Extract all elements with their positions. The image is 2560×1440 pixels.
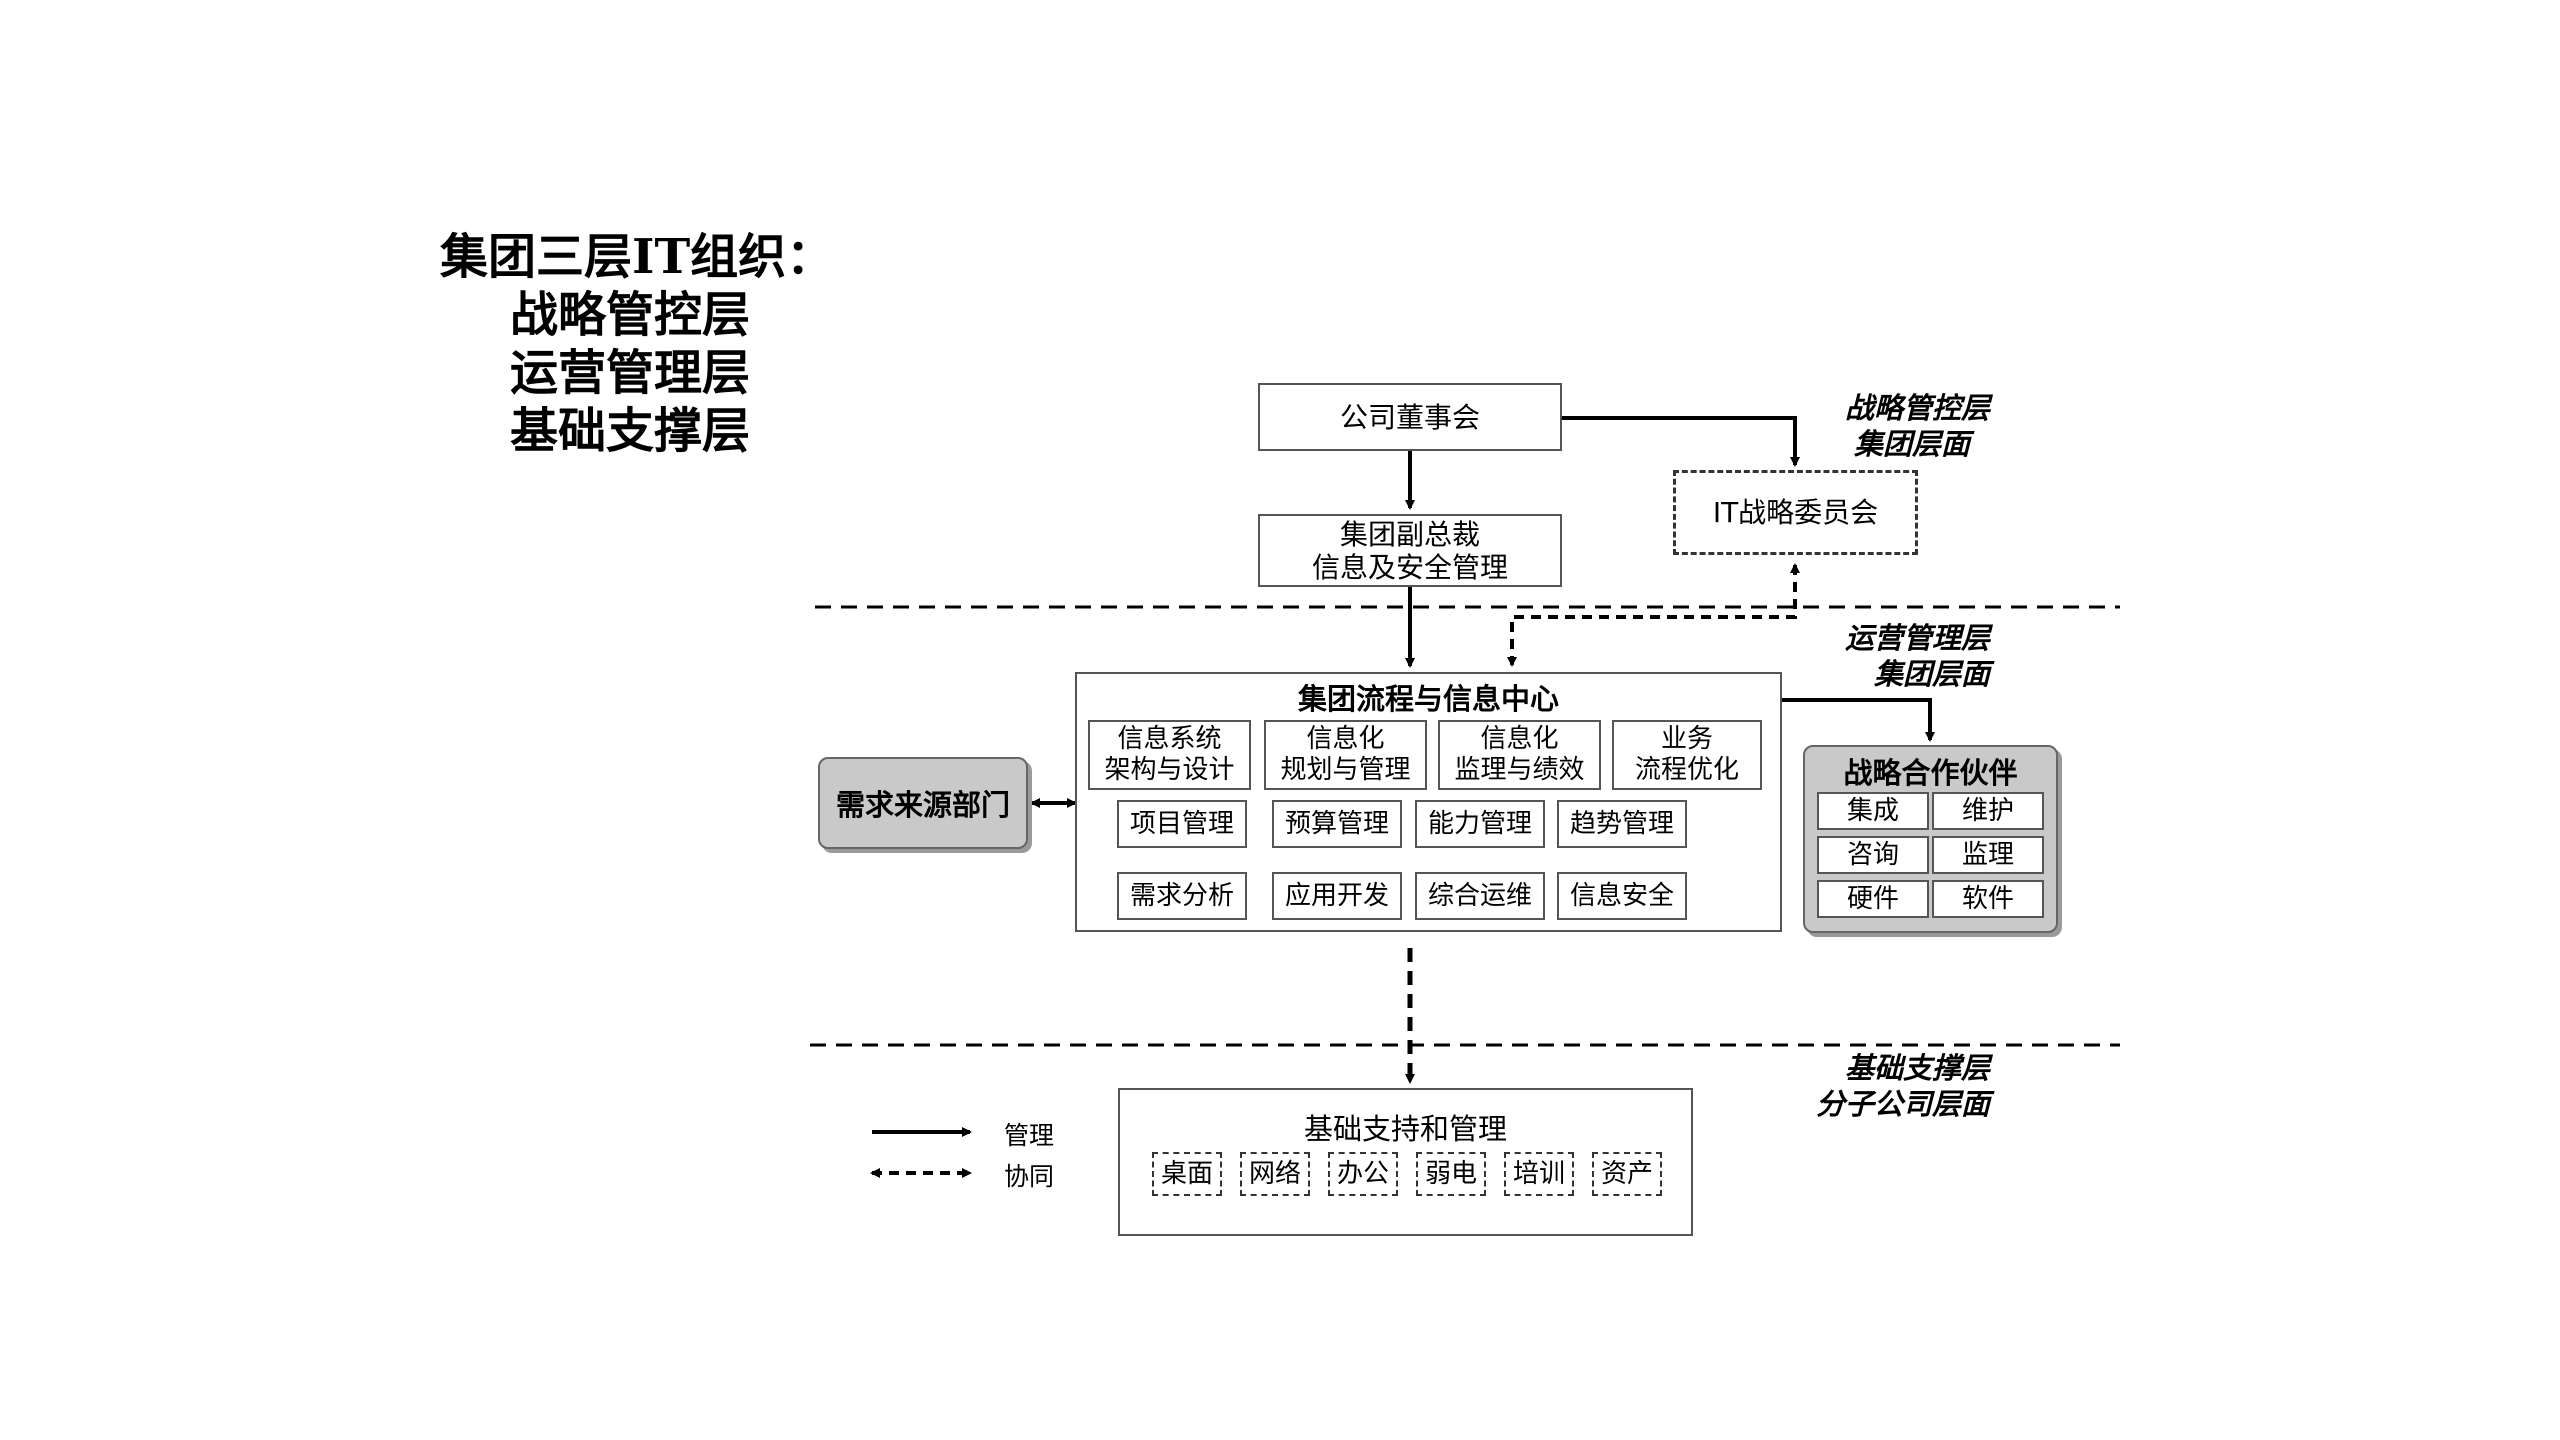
vp-label-line2: 信息及安全管理 <box>1311 550 1508 584</box>
partner-integration-label: 集成 <box>1846 795 1899 826</box>
layer-foundation-line2: 分子公司层面 <box>1815 1087 1990 1121</box>
layer-label-foundation: 基础支撑层 分子公司层面 <box>1790 1050 1990 1122</box>
center-item-trend-label: 趋势管理 <box>1569 808 1674 839</box>
title-line-foundation: 基础支撑层 <box>510 403 751 459</box>
partner-consulting-label: 咨询 <box>1846 839 1899 870</box>
demand-source-node: 需求来源部门 <box>818 757 1028 849</box>
center-item-security-label: 信息安全 <box>1569 880 1674 911</box>
partner-hardware: 硬件 <box>1817 880 1929 918</box>
center-item-architecture-line1: 信息系统 <box>1117 724 1222 754</box>
foundation-item-lowvoltage-label: 弱电 <box>1424 1158 1477 1189</box>
layer-strategic-line1: 战略管控层 <box>1844 391 1990 425</box>
foundation-item-office: 办公 <box>1328 1152 1398 1196</box>
center-item-supervision: 信息化 监理与绩效 <box>1438 720 1601 790</box>
it-committee-node: IT战略委员会 <box>1673 470 1918 555</box>
center-item-development-label: 应用开发 <box>1284 880 1389 911</box>
foundation-item-desktop: 桌面 <box>1152 1152 1222 1196</box>
layer-strategic-line2: 集团层面 <box>1853 427 1970 461</box>
partner-supervision-label: 监理 <box>1961 839 2014 870</box>
partner-software-label: 软件 <box>1961 883 2014 914</box>
foundation-item-assets-label: 资产 <box>1600 1158 1653 1189</box>
layer-operation-line1: 运营管理层 <box>1844 621 1990 655</box>
legend-manage-label: 管理 <box>1004 1121 1055 1150</box>
foundation-item-office-label: 办公 <box>1336 1158 1389 1189</box>
center-item-operations: 综合运维 <box>1415 872 1545 920</box>
foundation-item-lowvoltage: 弱电 <box>1416 1152 1486 1196</box>
foundation-item-training: 培训 <box>1504 1152 1574 1196</box>
partner-integration: 集成 <box>1817 792 1929 830</box>
center-item-capability: 能力管理 <box>1415 800 1545 848</box>
foundation-item-network-label: 网络 <box>1248 1158 1301 1189</box>
foundation-item-network: 网络 <box>1240 1152 1310 1196</box>
arrow-committee-center-coop <box>1507 563 1800 667</box>
vp-node: 集团副总裁 信息及安全管理 <box>1258 514 1562 587</box>
center-item-security: 信息安全 <box>1557 872 1687 920</box>
partner-software: 软件 <box>1932 880 2044 918</box>
demand-source-label: 需求来源部门 <box>835 788 1010 822</box>
title-line-strategic: 战略管控层 <box>510 287 751 343</box>
center-item-budget-label: 预算管理 <box>1284 808 1389 839</box>
legend-coop-label: 协同 <box>1004 1162 1055 1191</box>
center-item-planning-line2: 规划与管理 <box>1280 755 1411 785</box>
center-item-supervision-line1: 信息化 <box>1480 724 1559 754</box>
center-item-process-line1: 业务 <box>1660 724 1713 754</box>
center-item-planning-line1: 信息化 <box>1306 724 1385 754</box>
arrow-board-to-committee <box>1562 416 1800 467</box>
layer-foundation-line1: 基础支撑层 <box>1844 1051 1990 1085</box>
center-item-project-label: 项目管理 <box>1129 808 1234 839</box>
title-main: 集团三层IT组织： <box>440 229 835 285</box>
layer-label-operation: 运营管理层 集团层面 <box>1790 620 1990 692</box>
center-item-planning: 信息化 规划与管理 <box>1264 720 1427 790</box>
partner-hardware-label: 硬件 <box>1846 883 1899 914</box>
layer-label-strategic: 战略管控层 集团层面 <box>1790 390 1990 462</box>
center-item-architecture-line2: 架构与设计 <box>1104 755 1235 785</box>
it-committee-label: IT战略委员会 <box>1712 496 1879 529</box>
layer-operation-line2: 集团层面 <box>1873 657 1990 691</box>
title-line-operation: 运营管理层 <box>510 345 751 401</box>
center-item-budget: 预算管理 <box>1272 800 1402 848</box>
foundation-item-desktop-label: 桌面 <box>1160 1158 1213 1189</box>
arrow-center-to-partners <box>1782 698 1935 742</box>
vp-label-line1: 集团副总裁 <box>1339 517 1480 551</box>
foundation-item-training-label: 培训 <box>1512 1158 1565 1189</box>
foundation-item-assets: 资产 <box>1592 1152 1662 1196</box>
page-title: 集团三层IT组织： 战略管控层 运营管理层 基础支撑层 <box>440 228 834 460</box>
center-item-supervision-line2: 监理与绩效 <box>1454 755 1585 785</box>
partner-consulting: 咨询 <box>1817 836 1929 874</box>
partner-supervision: 监理 <box>1932 836 2044 874</box>
center-item-architecture: 信息系统 架构与设计 <box>1088 720 1251 790</box>
center-item-capability-label: 能力管理 <box>1427 808 1532 839</box>
center-item-process-line2: 流程优化 <box>1634 755 1739 785</box>
partner-maintenance-label: 维护 <box>1961 795 2014 826</box>
partner-maintenance: 维护 <box>1932 792 2044 830</box>
partners-title: 战略合作伙伴 <box>1843 756 2018 790</box>
center-item-trend: 趋势管理 <box>1557 800 1687 848</box>
foundation-title: 基础支持和管理 <box>1303 1112 1507 1146</box>
board-label: 公司董事会 <box>1339 400 1480 434</box>
center-item-development: 应用开发 <box>1272 872 1402 920</box>
center-item-requirement-label: 需求分析 <box>1129 880 1234 911</box>
center-item-requirement: 需求分析 <box>1117 872 1247 920</box>
center-item-process: 业务 流程优化 <box>1612 720 1762 790</box>
board-node: 公司董事会 <box>1258 383 1562 451</box>
info-center-title: 集团流程与信息中心 <box>1297 682 1559 716</box>
center-item-operations-label: 综合运维 <box>1427 880 1532 911</box>
center-item-project: 项目管理 <box>1117 800 1247 848</box>
